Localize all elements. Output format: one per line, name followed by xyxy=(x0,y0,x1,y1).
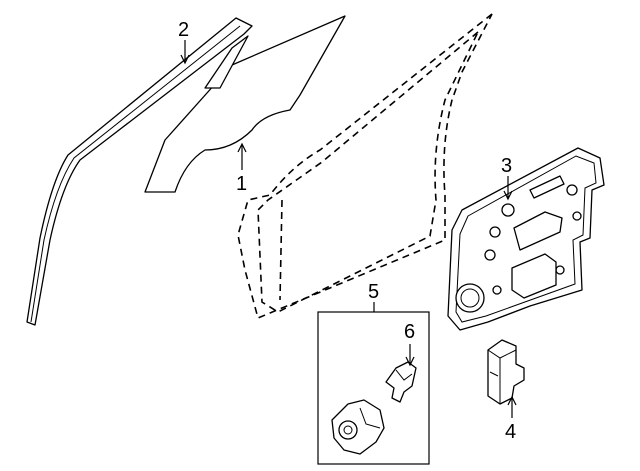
motor-detail xyxy=(359,407,381,429)
inner-panel-edge xyxy=(455,155,597,323)
leader-lines xyxy=(180,40,517,418)
panel-cutout-slot xyxy=(529,175,565,199)
door-frame-outline xyxy=(237,13,493,320)
part-2-run-channel xyxy=(26,17,253,326)
part-1-door-glass xyxy=(144,15,346,193)
actuator-body xyxy=(487,339,525,405)
panel-cutout-upper xyxy=(513,211,563,251)
door-frame-outer xyxy=(237,13,493,320)
bracket-body xyxy=(385,361,417,403)
door-frame-inner-2 xyxy=(279,199,283,301)
motor-gear-hub xyxy=(343,425,353,435)
callout-3: 3 xyxy=(501,155,512,177)
arrow-2 xyxy=(180,54,190,65)
door-glass-notch xyxy=(204,35,249,89)
callout-6: 6 xyxy=(404,321,415,343)
run-channel-strip xyxy=(26,17,253,326)
speaker-hole-inner xyxy=(460,288,480,308)
panel-cutout-lower xyxy=(511,253,557,299)
panel-hole-f xyxy=(492,285,502,295)
actuator-detail-3 xyxy=(489,371,499,377)
door-glass-panel xyxy=(144,15,346,193)
part-6-regulator-bracket xyxy=(385,361,417,403)
callout-2: 2 xyxy=(178,19,189,41)
panel-hole-d xyxy=(566,184,578,196)
motor-body xyxy=(331,399,385,455)
bracket-detail xyxy=(395,369,413,381)
callout-5: 5 xyxy=(368,281,379,303)
run-channel-inner-edge xyxy=(30,25,241,323)
part-3-inner-panel xyxy=(447,147,605,331)
panel-hole-c xyxy=(484,249,496,261)
callout-4: 4 xyxy=(505,421,516,443)
callout-1: 1 xyxy=(236,173,247,195)
part-4-lock-actuator xyxy=(487,339,525,405)
panel-hole-g xyxy=(555,265,565,275)
door-frame-inner xyxy=(257,31,479,313)
panel-hole-e xyxy=(572,211,582,221)
arrow-6 xyxy=(405,356,415,367)
motor-gear xyxy=(338,420,358,440)
arrow-1 xyxy=(237,142,247,153)
arrow-3 xyxy=(503,190,513,201)
arrow-4 xyxy=(507,395,517,406)
speaker-hole xyxy=(455,283,485,313)
regulator-motor xyxy=(331,399,385,455)
panel-hole-b xyxy=(489,226,501,238)
panel-hole-a xyxy=(501,203,515,217)
